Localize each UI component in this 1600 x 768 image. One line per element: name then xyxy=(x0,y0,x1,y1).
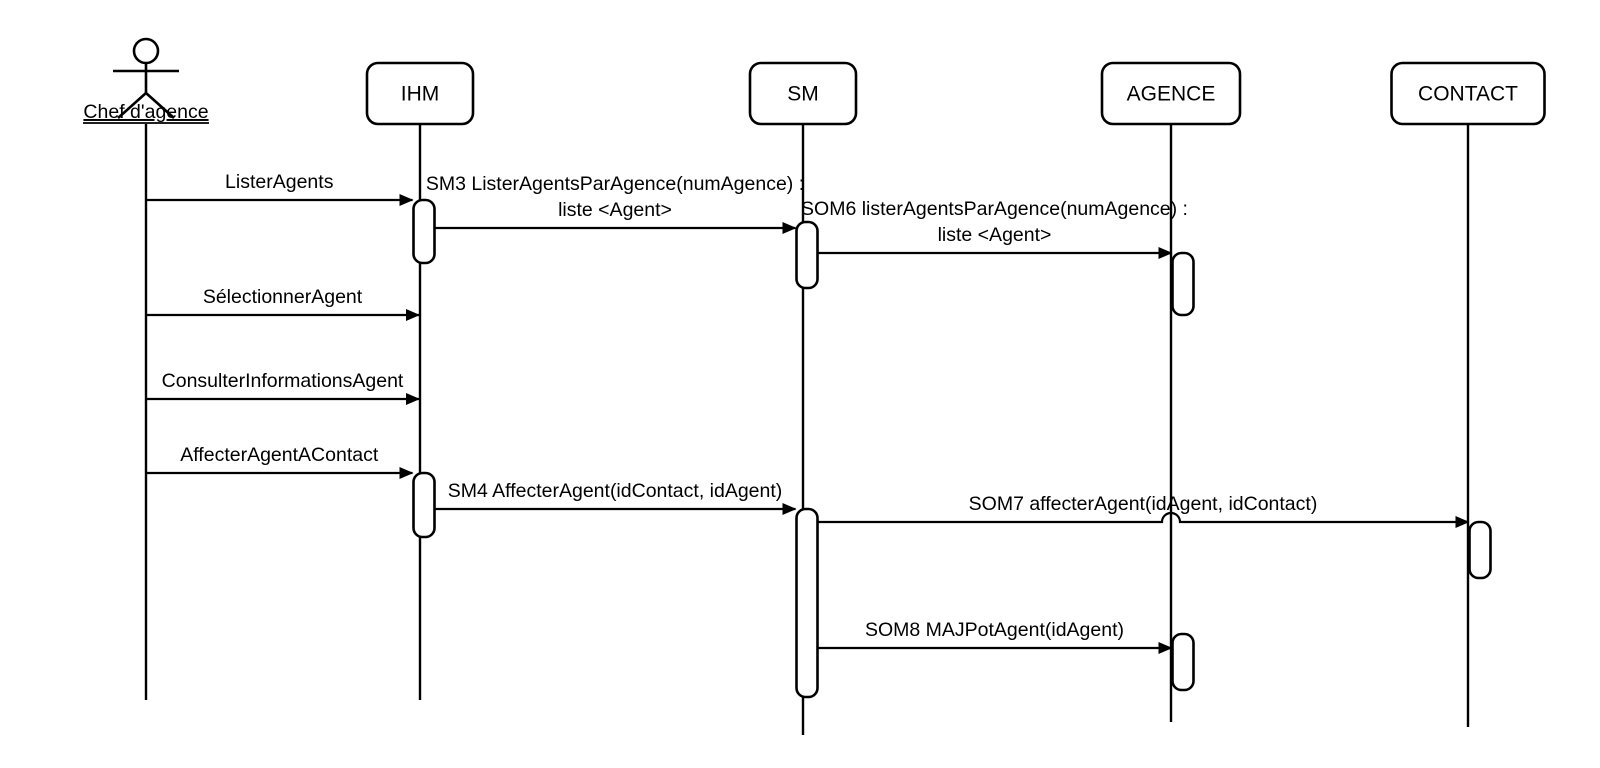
message-label-m1: ListerAgents xyxy=(225,171,334,193)
message-label-m8: SOM7 affecterAgent(idAgent, idContact) xyxy=(969,493,1318,515)
message-m8[interactable]: SOM7 affecterAgent(idAgent, idContact) xyxy=(817,493,1470,528)
actor-actor: Chef d'agence xyxy=(83,37,209,124)
message-m7[interactable]: SM4 AffecterAgent(idContact, idAgent) xyxy=(434,480,797,515)
participant-box-ihm[interactable] xyxy=(365,61,475,126)
participant-label-contact: CONTACT xyxy=(1418,83,1518,106)
participant-label-agence: AGENCE xyxy=(1127,83,1216,106)
message-m5[interactable]: ConsulterInformationsAgent xyxy=(146,370,420,405)
actor-leg-right-icon xyxy=(145,92,175,119)
participant-header-sm[interactable]: SM xyxy=(748,61,858,126)
message-label-m4: SélectionnerAgent xyxy=(203,286,363,308)
participant-label-ihm: IHM xyxy=(401,83,440,106)
activation-bar-ihm xyxy=(412,198,436,265)
message-label-m7: SM4 AffecterAgent(idContact, idAgent) xyxy=(448,480,783,502)
participant-header-contact[interactable]: CONTACT xyxy=(1390,61,1546,126)
message-label-m6: AffecterAgentAContact xyxy=(180,444,379,466)
activation-bar-ihm xyxy=(412,471,436,539)
messages-layer: ListerAgents SM3 ListerAgentsParAgence(nu… xyxy=(146,171,1470,654)
message-label-m9: SOM8 MAJPotAgent(idAgent) xyxy=(865,619,1124,641)
message-m2[interactable]: SM3 ListerAgentsParAgence(numAgence) : li… xyxy=(426,173,804,234)
participant-box-sm[interactable] xyxy=(748,61,858,126)
message-label-m2: SM3 ListerAgentsParAgence(numAgence) : xyxy=(426,173,804,195)
actor-leg-left-icon xyxy=(117,92,147,119)
message-m3[interactable]: SOM6 listerAgentsParAgence(numAgence) : l… xyxy=(801,198,1188,259)
message-label-m3: SOM6 listerAgentsParAgence(numAgence) : xyxy=(801,198,1188,220)
participant-box-contact[interactable] xyxy=(1390,61,1546,126)
activation-bars-layer xyxy=(412,198,1492,699)
activation-bar-sm xyxy=(795,507,819,699)
participant-headers-layer: Chef d'agence IHM SM AGENCE CONTACT xyxy=(83,37,1546,126)
participant-box-agence[interactable] xyxy=(1100,61,1242,126)
activation-bar-agence xyxy=(1171,632,1195,692)
activation-bar-agence xyxy=(1171,251,1195,317)
actor-label: Chef d'agence xyxy=(83,101,208,123)
message-m6[interactable]: AffecterAgentAContact xyxy=(146,444,414,479)
message-m9[interactable]: SOM8 MAJPotAgent(idAgent) xyxy=(817,619,1173,654)
message-m4[interactable]: SélectionnerAgent xyxy=(146,286,420,321)
message-arrow-m8[interactable] xyxy=(817,511,1470,528)
message-m1[interactable]: ListerAgents xyxy=(146,171,414,206)
participant-header-ihm[interactable]: IHM xyxy=(365,61,475,126)
participant-header-agence[interactable]: AGENCE xyxy=(1100,61,1242,126)
actor-head-icon xyxy=(132,37,160,65)
message-label-m2: liste <Agent> xyxy=(558,199,672,221)
message-label-m3: liste <Agent> xyxy=(938,224,1052,246)
participant-label-sm: SM xyxy=(787,83,819,106)
activation-bar-sm xyxy=(795,220,819,290)
message-label-m5: ConsulterInformationsAgent xyxy=(162,370,404,392)
activation-bar-contact xyxy=(1468,520,1492,580)
